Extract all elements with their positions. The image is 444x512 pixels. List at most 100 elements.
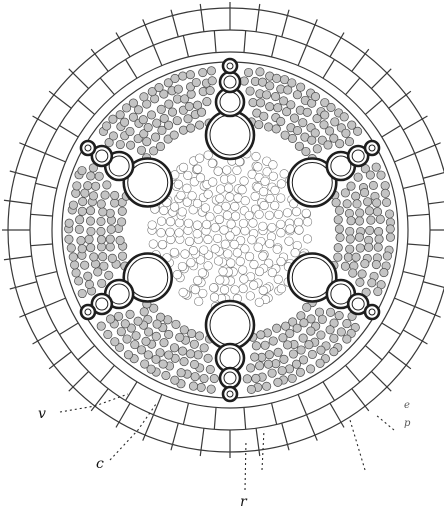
- pith-cell: [231, 202, 240, 211]
- phloem-cell: [85, 235, 93, 243]
- epidermis-tick: [4, 259, 10, 260]
- epidermis-tick: [10, 171, 16, 173]
- phloem-cell: [372, 199, 380, 207]
- phloem-cell: [102, 122, 110, 130]
- radial-wall: [45, 153, 65, 161]
- label-v: v: [38, 406, 46, 422]
- radial-wall: [382, 126, 401, 137]
- radial-wall: [403, 183, 424, 188]
- phloem-cell: [114, 312, 122, 320]
- pith-cell: [246, 292, 255, 301]
- epidermis-tick: [19, 315, 25, 317]
- phloem-cell: [191, 372, 199, 380]
- pith-cell: [189, 246, 198, 255]
- radial-wall: [428, 201, 444, 204]
- pith-cell: [149, 240, 158, 249]
- radial-wall: [201, 428, 204, 450]
- label-r: r: [240, 494, 248, 510]
- pith-cell: [238, 185, 247, 194]
- phloem-cell: [129, 99, 137, 107]
- phloem-cell: [354, 173, 362, 181]
- pith-cell: [216, 185, 225, 194]
- pith-cell: [254, 163, 263, 172]
- phloem-cell: [153, 119, 161, 127]
- epidermis-tick: [49, 365, 54, 369]
- phloem-cell: [197, 383, 205, 391]
- phloem-cell: [207, 385, 215, 393]
- pith-cell: [177, 191, 186, 200]
- phloem-cell: [365, 207, 373, 215]
- xylem-vessel: [220, 72, 240, 92]
- pith-cell: [249, 219, 258, 228]
- phloem-cell: [311, 129, 319, 137]
- phloem-cell: [356, 244, 364, 252]
- phloem-cell: [330, 347, 338, 355]
- phloem-cell: [344, 253, 352, 261]
- radial-wall: [415, 145, 435, 153]
- phloem-cell: [246, 87, 254, 95]
- phloem-cell: [347, 217, 355, 225]
- phloem-cell: [268, 369, 276, 377]
- pith-cell: [184, 219, 193, 228]
- phloem-cell: [151, 133, 159, 141]
- pith-cell: [277, 257, 286, 266]
- phloem-cell: [343, 335, 351, 343]
- pith-cell: [250, 260, 259, 269]
- phloem-cell: [346, 227, 354, 235]
- pith-cell: [240, 275, 249, 284]
- phloem-cell: [360, 188, 368, 196]
- epidermis-tick: [341, 422, 344, 427]
- leader-e-2: [376, 415, 394, 430]
- phloem-cell: [260, 112, 268, 120]
- phloem-cell: [153, 320, 161, 328]
- phloem-cell: [365, 226, 373, 234]
- pith-cell: [179, 288, 188, 297]
- pith-cell: [303, 235, 312, 244]
- pith-cell: [265, 239, 274, 248]
- phloem-cell: [193, 101, 201, 109]
- phloem-cell: [164, 351, 172, 359]
- phloem-cell: [367, 216, 375, 224]
- phloem-cell: [240, 77, 248, 85]
- phloem-cell: [203, 97, 211, 105]
- radial-wall: [407, 214, 429, 216]
- radial-wall: [403, 330, 422, 341]
- pith-cell: [241, 245, 250, 254]
- phloem-cell: [353, 127, 361, 135]
- phloem-cell: [368, 279, 376, 287]
- epidermis-tick: [315, 435, 317, 441]
- pith-cell: [291, 248, 300, 257]
- phloem-cell: [105, 271, 113, 279]
- phloem-cell: [147, 111, 155, 119]
- pith-cell: [294, 218, 303, 227]
- phloem-cell: [335, 311, 343, 319]
- phloem-cell: [208, 77, 216, 85]
- phloem-cell: [65, 235, 73, 243]
- phloem-cell: [256, 99, 264, 107]
- radial-wall: [16, 282, 37, 288]
- phloem-cell: [278, 366, 286, 374]
- phloem-cell: [262, 382, 270, 390]
- pith-cell: [194, 297, 203, 306]
- phloem-cell: [346, 235, 354, 243]
- epidermis-tick: [422, 116, 427, 119]
- pith-cell: [236, 257, 245, 266]
- pith-cell: [174, 180, 183, 189]
- phloem-cell: [180, 357, 188, 365]
- epidermis-tick: [143, 435, 145, 441]
- pith-cell: [302, 209, 311, 218]
- pith-cell: [233, 166, 242, 175]
- phloem-cell: [77, 236, 85, 244]
- phloem-cell: [256, 68, 264, 76]
- phloem-cell: [116, 111, 124, 119]
- pith-cell: [233, 249, 242, 258]
- radial-wall: [73, 371, 89, 387]
- radial-wall: [119, 38, 130, 57]
- phloem-cell: [317, 346, 325, 354]
- phloem-cell: [190, 360, 198, 368]
- epidermis-tick: [33, 116, 38, 119]
- pith-cell: [166, 217, 175, 226]
- phloem-cell: [79, 197, 87, 205]
- phloem-cell: [321, 111, 329, 119]
- phloem-cell: [97, 227, 105, 235]
